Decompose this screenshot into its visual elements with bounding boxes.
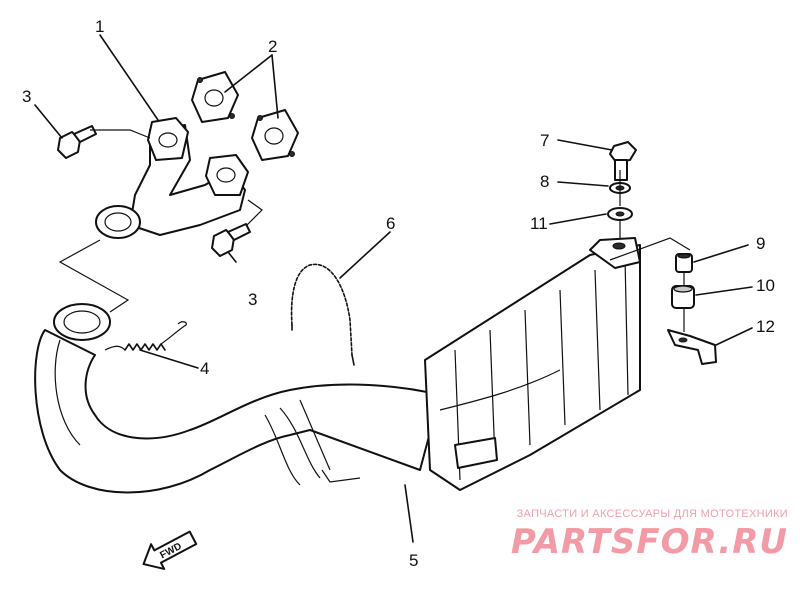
callout-3-upper: 3 (22, 87, 31, 106)
callout-10: 10 (756, 276, 775, 295)
callout-8: 8 (540, 172, 549, 191)
washer-part-11 (607, 207, 633, 221)
leader-lines (34, 34, 753, 543)
callout-12: 12 (756, 317, 775, 336)
bracket-part-12 (667, 329, 717, 365)
watermark-caption: ЗАПЧАСТИ И АКСЕССУАРЫ ДЛЯ МОТОТЕХНИКИ (516, 508, 788, 520)
callout-3-lower: 3 (248, 290, 257, 309)
bolt-part-3-lower (211, 223, 251, 257)
collar-part-9 (675, 253, 693, 273)
assembly-guide-lines (58, 129, 691, 332)
gasket-part-2 (191, 71, 299, 161)
callout-9: 9 (756, 234, 765, 253)
callout-11: 11 (530, 214, 548, 233)
exhaust-pipe-part-5 (34, 237, 641, 494)
spring-part-6 (290, 263, 355, 366)
callout-6: 6 (386, 214, 395, 233)
exhaust-header-part-1 (95, 117, 249, 239)
grommet-part-10 (671, 285, 695, 309)
watermark-logo: PARTSFOR.RU (510, 522, 788, 562)
callout-4: 4 (200, 359, 209, 378)
callout-7: 7 (540, 131, 549, 150)
spring-part-4 (104, 321, 187, 351)
watermark: ЗАПЧАСТИ И АКСЕССУАРЫ ДЛЯ МОТОТЕХНИКИ PA… (478, 508, 788, 568)
forward-direction-arrow: FWD (142, 530, 198, 570)
callout-2: 2 (268, 37, 277, 56)
callout-1: 1 (95, 17, 104, 36)
callout-5: 5 (409, 551, 418, 570)
bolt-part-3-upper (57, 125, 97, 159)
bolt-part-7 (609, 141, 637, 181)
